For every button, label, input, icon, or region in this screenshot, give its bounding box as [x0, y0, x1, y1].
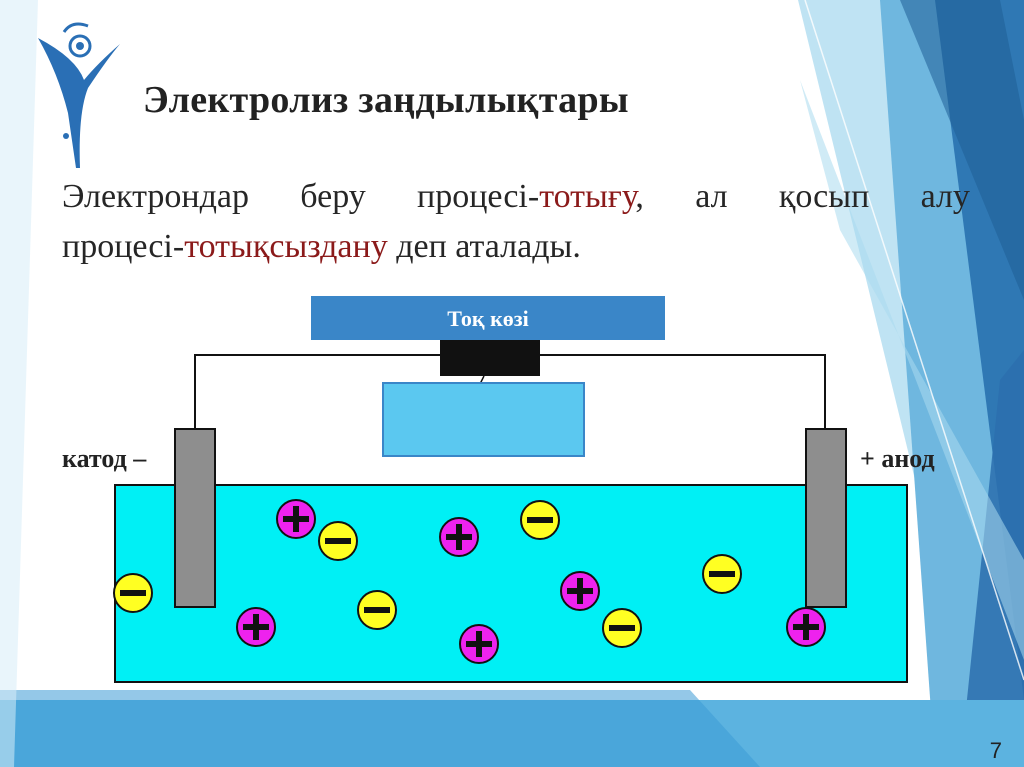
cation-ion — [786, 607, 826, 647]
electrolyte-bath — [114, 484, 908, 683]
paragraph-line-1: Электрондар беру процесі-тотығу, ал қосы… — [62, 172, 970, 222]
word: қосып — [778, 178, 870, 215]
highlight-oxidation: тотығу — [539, 178, 636, 215]
wire-right — [540, 354, 826, 430]
anode-label: + анод — [860, 444, 935, 473]
word: деп аталады. — [387, 228, 581, 265]
cation-ion — [560, 571, 600, 611]
word: беру — [300, 178, 366, 215]
word: алу — [920, 178, 970, 215]
highlight-reduction: тотықсыздану — [184, 228, 388, 265]
wire-left — [194, 354, 440, 430]
cation-ion — [236, 607, 276, 647]
current-source-label: Тоқ көзі — [447, 306, 529, 331]
paragraph-line-2: процесі-тотықсыздану деп аталады. — [62, 222, 970, 272]
anion-ion — [520, 500, 560, 540]
page-number: 7 — [989, 738, 1002, 763]
logo-icon — [38, 22, 120, 168]
anion-ion — [357, 590, 397, 630]
word: Электрондар — [62, 178, 249, 215]
word: ал — [695, 178, 728, 215]
anode-electrode — [805, 428, 847, 608]
slide-title: Электролиз заңдылықтары — [143, 79, 629, 121]
anion-ion — [113, 573, 153, 613]
ions — [113, 499, 826, 664]
word-group: процесі-тотығу, — [417, 172, 644, 222]
anion-ion — [602, 608, 642, 648]
cathode-label: катод – — [62, 444, 147, 473]
cation-ion — [276, 499, 316, 539]
cathode-electrode — [174, 428, 216, 608]
power-source-box — [382, 382, 585, 457]
battery-terminal — [440, 340, 540, 376]
cation-ion — [459, 624, 499, 664]
word: процесі- — [417, 178, 540, 215]
anion-ion — [702, 554, 742, 594]
word: процесі- — [62, 228, 185, 265]
definition-paragraph: Электрондар беру процесі-тотығу, ал қосы… — [62, 172, 970, 272]
anion-ion — [318, 521, 358, 561]
cation-ion — [439, 517, 479, 557]
comma: , — [635, 178, 644, 215]
current-source-bar — [311, 296, 665, 340]
